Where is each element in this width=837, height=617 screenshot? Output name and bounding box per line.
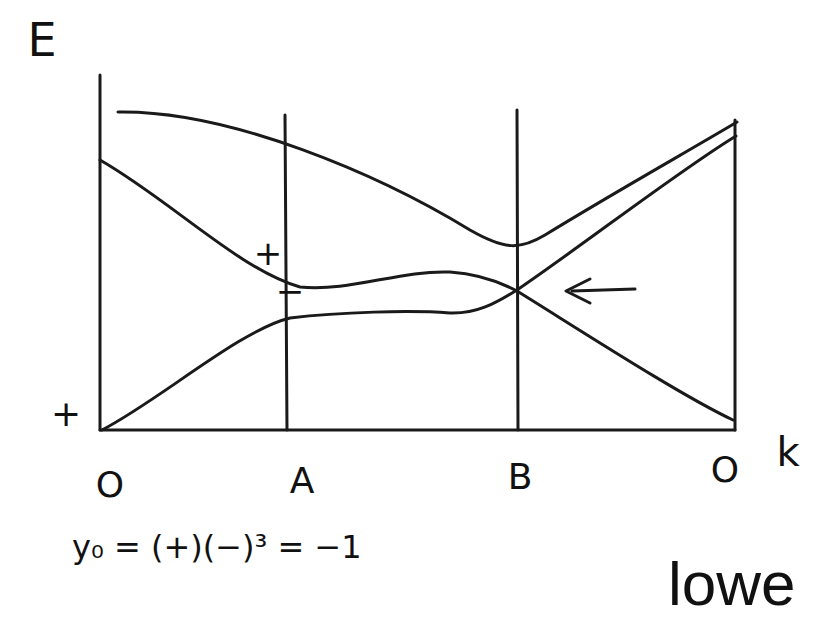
point-label: O [96, 467, 124, 503]
upper-band [118, 112, 737, 246]
point-label: O [711, 452, 739, 488]
parity-sign: + [51, 396, 81, 432]
k-axis [100, 429, 735, 432]
parity-sign: − [276, 274, 305, 308]
band-ascending [102, 136, 736, 430]
caption-fragment: lowe [668, 553, 796, 615]
pointer-arrow [572, 289, 635, 291]
energy-axis [99, 75, 102, 430]
point-label: B [508, 459, 533, 495]
point-a-line [285, 115, 287, 430]
point-b-line [517, 110, 518, 430]
parity-sign: + [254, 236, 283, 270]
band-descending [100, 160, 733, 420]
zone-boundary-line [734, 120, 737, 430]
parity-equation: y₀ = (+)(−)³ = −1 [72, 531, 362, 563]
point-label: A [290, 463, 315, 499]
pointer-arrowhead [566, 279, 590, 303]
axis-label: k [776, 432, 799, 472]
axis-label: E [27, 17, 56, 63]
